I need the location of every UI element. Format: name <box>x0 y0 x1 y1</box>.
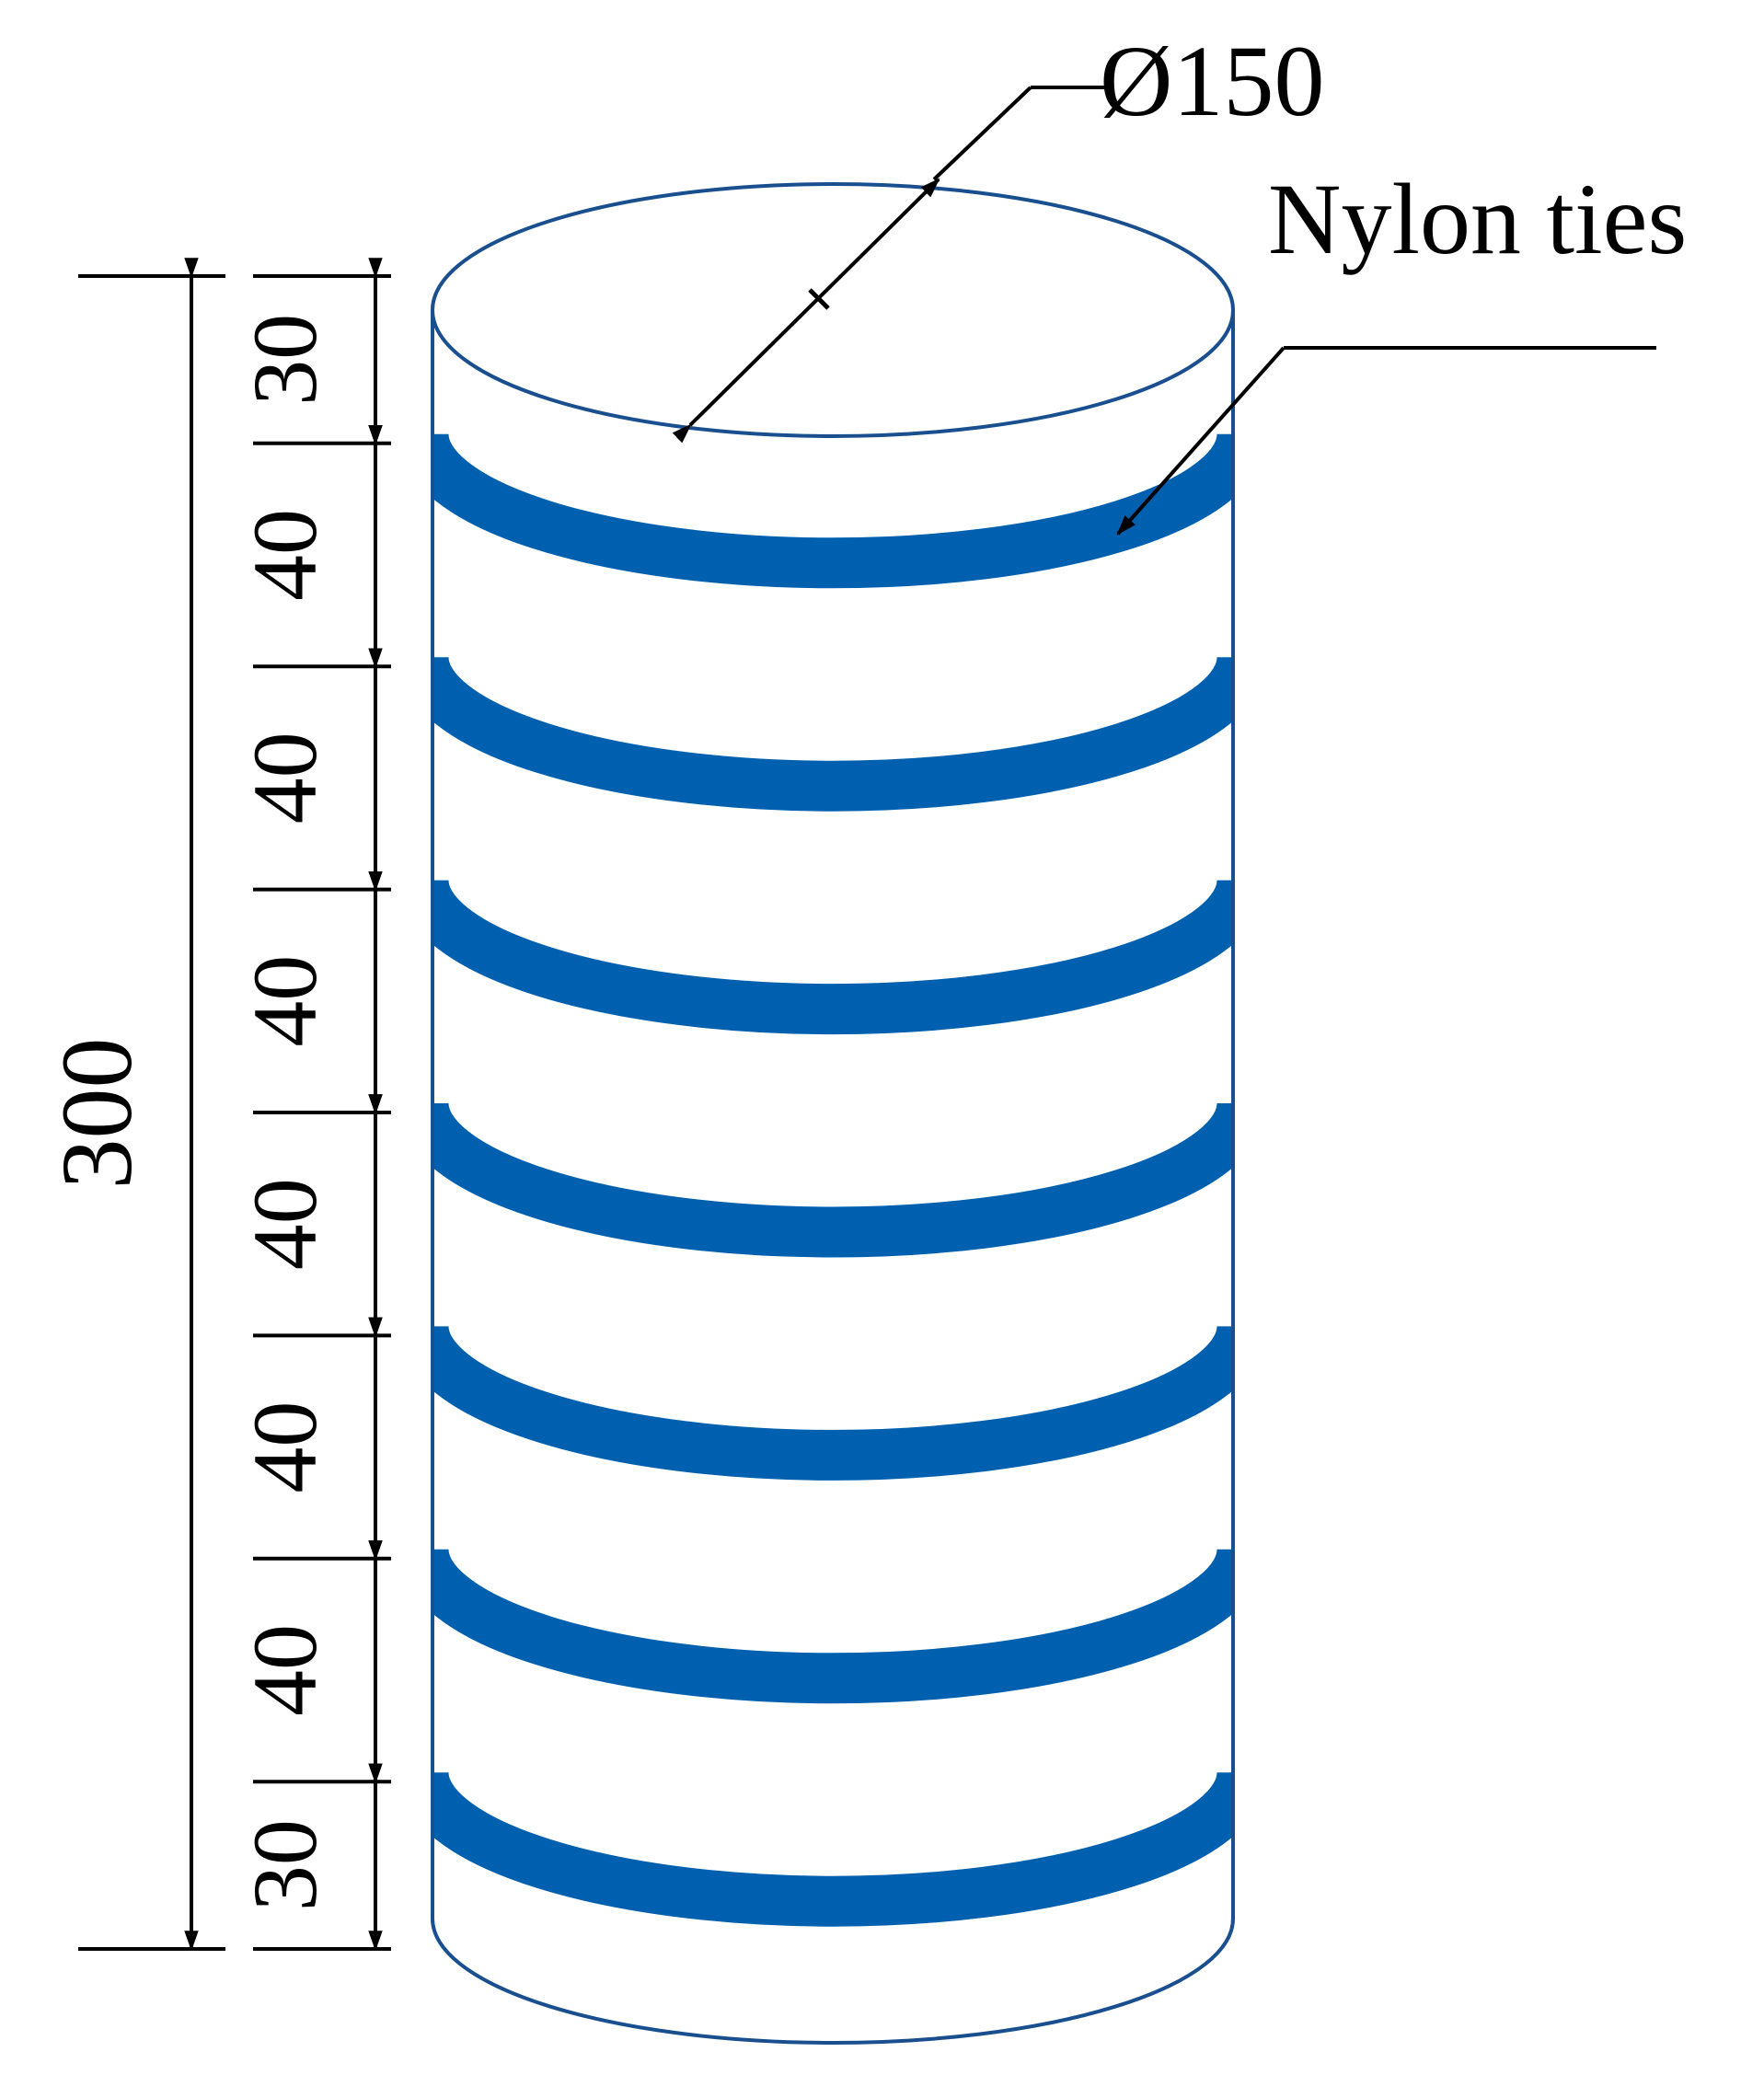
diameter-leader-line <box>932 86 1032 181</box>
segment-label-1: 30 <box>234 314 336 406</box>
segment-label-5: 40 <box>234 1178 336 1270</box>
diameter-arrow-line <box>672 178 940 444</box>
segment-label-8: 30 <box>234 1819 336 1911</box>
ties-leader-arrow <box>1116 346 1286 536</box>
segment-label-3: 40 <box>234 732 336 824</box>
segment-label-4: 40 <box>234 955 336 1047</box>
total-height-dimension <box>78 258 225 1952</box>
nylon-tie-band-1 <box>432 432 1233 589</box>
diameter-label: Ø150 <box>1100 25 1324 137</box>
nylon-tie-band-4 <box>432 1101 1233 1258</box>
diameter-center-tick <box>808 288 830 310</box>
segment-label-6: 40 <box>234 1401 336 1493</box>
cylinder-top-ellipse <box>431 182 1235 438</box>
nylon-tie-band-7 <box>432 1770 1233 1927</box>
total-height-label: 300 <box>40 1038 153 1190</box>
nylon-ties-group <box>432 432 1233 1927</box>
nylon-tie-band-3 <box>432 879 1233 1035</box>
segment-dimensions-group: 30 40 40 40 40 40 40 30 <box>234 258 391 1952</box>
segment-label-2: 40 <box>234 509 336 601</box>
nylon-tie-band-5 <box>432 1324 1233 1481</box>
ties-label: Nylon ties <box>1268 163 1687 275</box>
cylinder-body <box>431 310 1235 2045</box>
nylon-tie-band-6 <box>432 1548 1233 1704</box>
nylon-tie-band-2 <box>432 655 1233 812</box>
segment-label-7: 40 <box>234 1624 336 1716</box>
